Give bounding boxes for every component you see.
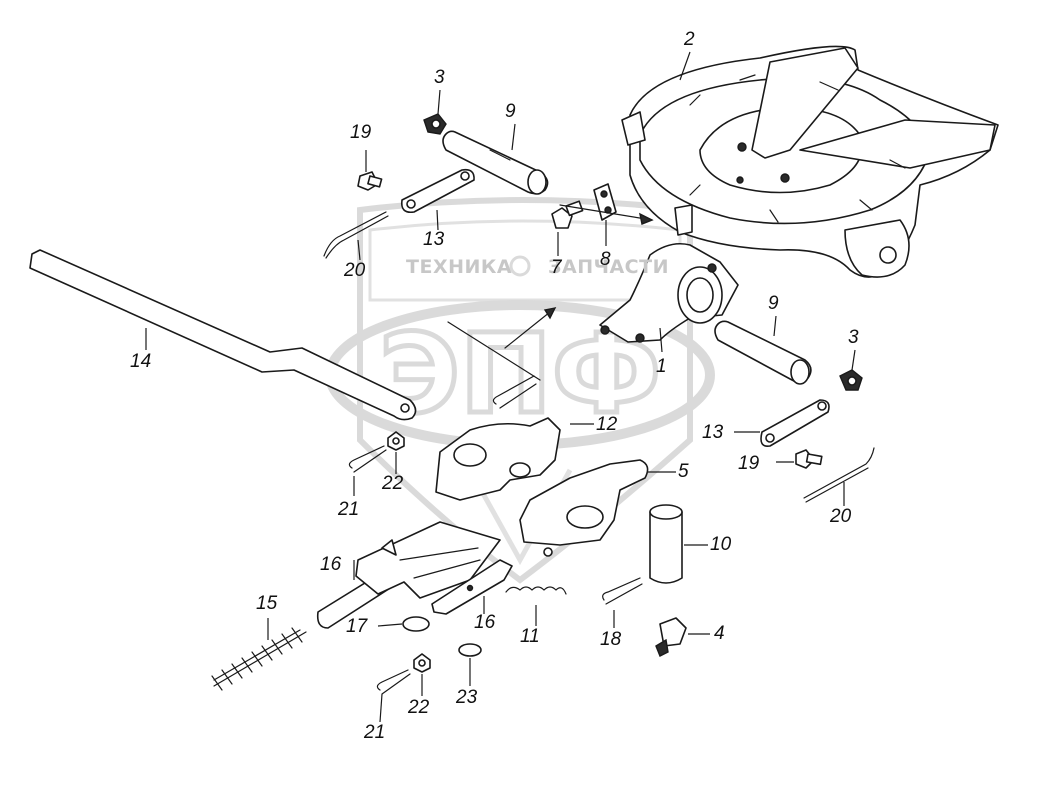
callout-16-plate: 16	[474, 612, 496, 633]
lock-jaw-12	[435, 417, 561, 501]
pin-right	[714, 320, 812, 385]
callout-9-right: 9	[768, 293, 779, 314]
callout-22-bottom: 22	[408, 697, 430, 718]
callout-13-top: 13	[423, 229, 445, 250]
callout-15: 15	[256, 593, 278, 614]
callout-8: 8	[600, 249, 611, 270]
callout-1: 1	[656, 356, 667, 377]
callout-21-top: 21	[338, 499, 360, 520]
cotter-pin-20-top	[323, 211, 389, 259]
bolt-3-right	[839, 369, 863, 391]
callout-7: 7	[551, 257, 562, 278]
watermark-left-text: ТЕХНИКА	[406, 256, 513, 278]
callout-20-top: 20	[344, 260, 366, 281]
callout-12: 12	[596, 414, 618, 435]
cotter-pin-21-top	[348, 445, 387, 473]
plate-16	[431, 559, 513, 615]
callout-10: 10	[710, 534, 732, 555]
callout-5: 5	[678, 461, 689, 482]
callout-21-bottom: 21	[364, 722, 386, 743]
leader-lines	[145, 51, 856, 723]
washer-17	[402, 616, 430, 632]
callout-11: 11	[520, 626, 540, 647]
plate-top	[400, 168, 475, 214]
plate-right	[760, 399, 830, 448]
pin-10	[649, 504, 683, 584]
callout-18: 18	[600, 629, 622, 650]
callout-19-top: 19	[350, 122, 372, 143]
callout-4: 4	[714, 623, 725, 644]
bolt-19-top	[357, 171, 383, 191]
direction-arrow-top	[559, 204, 653, 221]
spring-11	[505, 586, 567, 595]
spring-15	[211, 627, 307, 691]
washer-23	[458, 643, 482, 657]
callout-2: 2	[684, 29, 695, 50]
callout-13-right: 13	[702, 422, 724, 443]
pin-top	[442, 130, 549, 195]
lock-jaw-5	[519, 459, 649, 557]
callout-23: 23	[456, 687, 478, 708]
callout-19-right: 19	[738, 453, 760, 474]
rod-16	[316, 521, 501, 629]
bolt-19-right	[795, 449, 823, 469]
cotter-pin-21-bottom	[376, 669, 411, 695]
lever	[29, 249, 417, 421]
cotter-pin-upper	[492, 375, 537, 409]
bolt-3-top	[423, 113, 447, 135]
callout-3-top: 3	[434, 67, 445, 88]
grease-fitting-4	[655, 617, 687, 657]
cotter-pin-18	[602, 577, 643, 605]
callout-16-rod: 16	[320, 554, 342, 575]
nut-22-top	[387, 431, 405, 451]
callout-17: 17	[346, 616, 368, 637]
link-8	[593, 183, 617, 221]
callout-22-top: 22	[382, 473, 404, 494]
nut-22-bottom	[413, 653, 431, 673]
callout-20-right: 20	[830, 506, 852, 527]
fifth-wheel-plate	[621, 45, 999, 278]
watermark-right-text: ЗАПЧАСТИ	[548, 256, 669, 278]
bracket	[599, 242, 739, 343]
direction-arrow-middle	[447, 307, 556, 381]
callout-14: 14	[130, 351, 152, 372]
callout-3-right: 3	[848, 327, 859, 348]
cotter-pin-20-right	[803, 447, 875, 503]
bolt-7	[551, 200, 584, 229]
callout-9-top: 9	[505, 101, 516, 122]
